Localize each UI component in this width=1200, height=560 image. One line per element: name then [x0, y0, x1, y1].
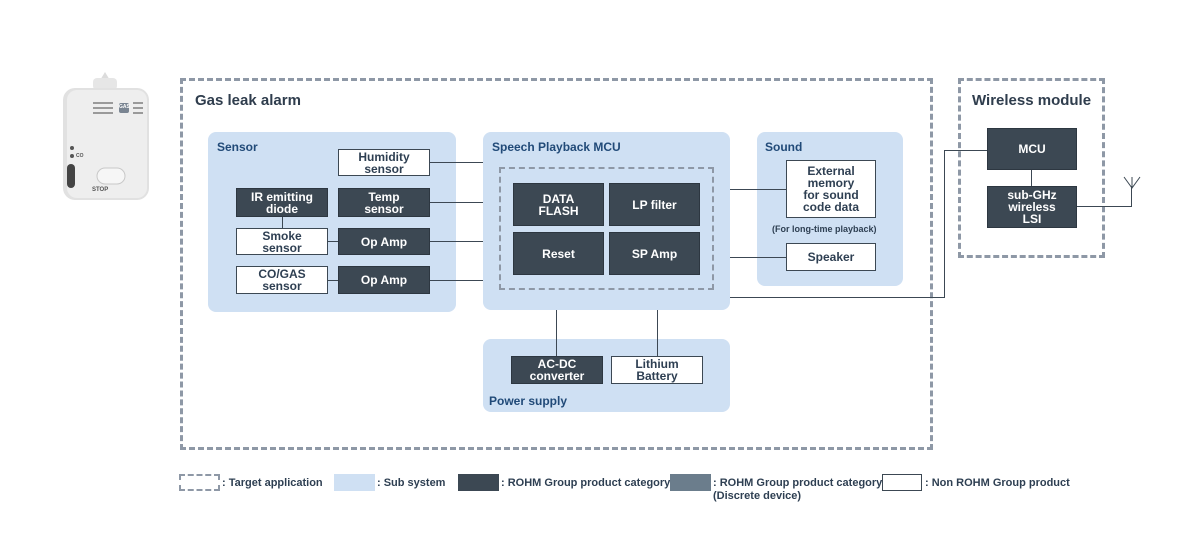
- wireless-mcu-block: MCU: [987, 128, 1077, 170]
- smoke-sensor-block: Smoke sensor: [236, 228, 328, 255]
- legend-subsystem-label: : Sub system: [377, 477, 446, 489]
- line-mcu-subghz: [1031, 170, 1032, 186]
- line-subghz-antenna-v: [1131, 186, 1132, 207]
- power-supply-panel-title: Power supply: [489, 394, 568, 408]
- device-co-label: CO: [76, 153, 84, 159]
- line-mcu-speaker: [730, 257, 786, 258]
- line-cogas-opamp: [328, 280, 338, 281]
- line-mcu-lithium: [657, 310, 658, 356]
- sp-amp-block: SP Amp: [609, 232, 700, 275]
- external-memory-block: External memory for sound code data: [786, 160, 876, 218]
- line-opamp1-mcu: [430, 241, 483, 242]
- gas-leak-alarm-title: Gas leak alarm: [195, 92, 301, 109]
- ac-dc-converter-block: AC-DC converter: [511, 356, 603, 384]
- sensor-panel-title: Sensor: [217, 140, 258, 154]
- gas-leak-alarm-frame: [180, 78, 933, 450]
- temp-sensor-block: Temp sensor: [338, 188, 430, 217]
- device-stop-label: STOP: [92, 187, 109, 193]
- antenna-icon: [1123, 176, 1141, 189]
- speech-mcu-panel-title: Speech Playback MCU: [492, 140, 621, 154]
- co-gas-sensor-block: CO/GAS sensor: [236, 266, 328, 294]
- line-ir-smoke: [282, 217, 283, 228]
- op-amp-2-block: Op Amp: [338, 266, 430, 294]
- reset-block: Reset: [513, 232, 604, 275]
- line-mcu-wireless-h2: [944, 150, 987, 151]
- speaker-block: Speaker: [786, 243, 876, 271]
- speech-mcu-inner-frame: [499, 167, 714, 290]
- legend-discrete-swatch: [670, 474, 711, 491]
- ir-emitting-diode-block: IR emitting diode: [236, 188, 328, 217]
- legend-subsystem-swatch: [334, 474, 375, 491]
- subghz-wireless-lsi-block: sub-GHz wireless LSI: [987, 186, 1077, 228]
- humidity-sensor-block: Humidity sensor: [338, 149, 430, 176]
- op-amp-1-block: Op Amp: [338, 228, 430, 255]
- external-memory-note: (For long-time playback): [772, 224, 877, 234]
- wireless-module-frame: [958, 78, 1105, 258]
- legend-target-swatch: [179, 474, 220, 491]
- legend-non-rohm-swatch: [882, 474, 922, 491]
- gas-alarm-device-image: [63, 72, 149, 200]
- line-smoke-opamp: [328, 241, 338, 242]
- line-mcu-acdc: [556, 310, 557, 356]
- legend-rohm-swatch: [458, 474, 499, 491]
- line-subghz-antenna-h: [1077, 206, 1132, 207]
- line-mcu-wireless-h1: [730, 297, 945, 298]
- line-humidity-mcu: [430, 162, 483, 163]
- legend-discrete-label: : ROHM Group product category (Discrete …: [713, 477, 883, 502]
- lithium-battery-block: Lithium Battery: [611, 356, 703, 384]
- legend-target-label: : Target application: [222, 477, 323, 489]
- wireless-module-title: Wireless module: [972, 92, 1092, 109]
- line-mcu-memory: [730, 189, 786, 190]
- lp-filter-block: LP filter: [609, 183, 700, 226]
- line-opamp2-mcu: [430, 280, 483, 281]
- device-gas-label: GAS: [119, 104, 130, 110]
- line-mcu-wireless-v: [944, 150, 945, 298]
- sound-panel-title: Sound: [765, 140, 803, 154]
- legend-non-rohm-label: : Non ROHM Group product: [925, 477, 1070, 489]
- legend-rohm-label: : ROHM Group product category: [501, 477, 671, 489]
- data-flash-block: DATA FLASH: [513, 183, 604, 226]
- line-temp-mcu: [430, 202, 483, 203]
